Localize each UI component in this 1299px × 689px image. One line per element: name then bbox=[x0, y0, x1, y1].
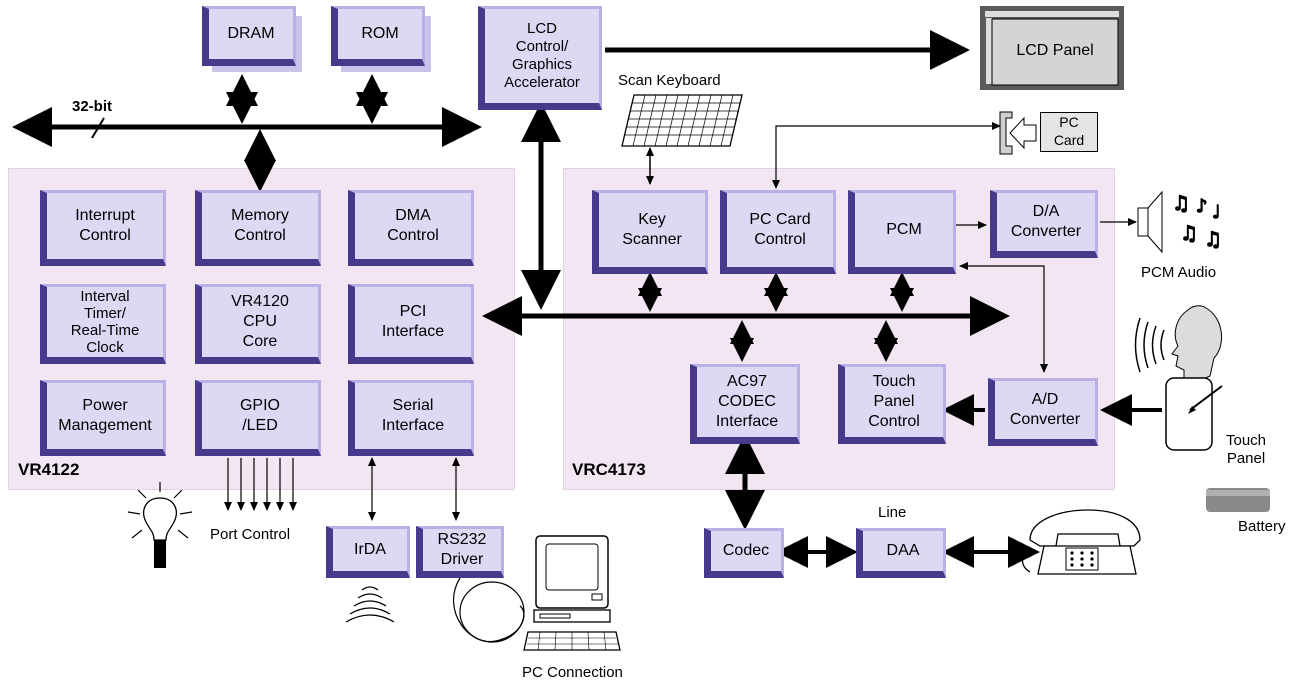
daa-block: DAA bbox=[856, 528, 946, 578]
pc-card-slot-icon bbox=[999, 111, 1037, 155]
dma-control-block: DMA Control bbox=[348, 190, 474, 266]
battery-label: Battery bbox=[1238, 518, 1286, 535]
infrared-waves-icon bbox=[345, 586, 395, 623]
key-scanner-block: Key Scanner bbox=[592, 190, 708, 274]
touch-panel-control-block: Touch Panel Control bbox=[838, 364, 946, 444]
memory-control-block: Memory Control bbox=[195, 190, 321, 266]
cpu-core-block: VR4120 CPU Core bbox=[195, 284, 321, 364]
voice-input-icon bbox=[1134, 305, 1223, 383]
svg-text:♪: ♪ bbox=[1196, 196, 1208, 217]
codec-block: Codec bbox=[704, 528, 784, 578]
interval-timer-block: Interval Timer/ Real-Time Clock bbox=[40, 284, 166, 364]
pcm-audio-label: PCM Audio bbox=[1141, 264, 1217, 281]
touch-panel-icon bbox=[1165, 377, 1223, 451]
vrc4173-label: VRC4173 bbox=[572, 460, 646, 479]
pci-interface-block: PCI Interface bbox=[348, 284, 474, 364]
pcm-block: PCM bbox=[848, 190, 956, 274]
pc-computer-icon bbox=[523, 535, 621, 651]
music-notes-icon: ♫ ♪ ♩ ♫ ♫ bbox=[1171, 190, 1222, 251]
power-management-block: Power Management bbox=[40, 380, 166, 456]
bus-width-label: 32-bit bbox=[72, 98, 113, 115]
led-bulb-icon bbox=[127, 482, 193, 568]
telephone-icon bbox=[1021, 509, 1141, 575]
battery-icon bbox=[1206, 488, 1270, 512]
line-label: Line bbox=[878, 504, 907, 521]
lcd-panel-label: LCD Panel bbox=[1016, 42, 1094, 59]
port-control-label: Port Control bbox=[210, 526, 291, 543]
pc-card-control-block: PC Card Control bbox=[720, 190, 836, 274]
svg-text:♩: ♩ bbox=[1212, 202, 1221, 223]
rom-block: ROM bbox=[331, 6, 425, 66]
scan-keyboard-label: Scan Keyboard bbox=[618, 72, 721, 89]
ad-converter-block: A/D Converter bbox=[988, 378, 1098, 446]
interrupt-control-block: Interrupt Control bbox=[40, 190, 166, 266]
keyboard-icon bbox=[621, 94, 743, 147]
irda-block: IrDA bbox=[326, 526, 410, 578]
svg-text:♫: ♫ bbox=[1180, 221, 1198, 245]
serial-interface-block: Serial Interface bbox=[348, 380, 474, 456]
speaker-icon bbox=[1137, 190, 1163, 254]
vr4122-label: VR4122 bbox=[18, 460, 80, 479]
lcd-control-block: LCD Control/ Graphics Accelerator bbox=[478, 6, 602, 110]
svg-text:♫: ♫ bbox=[1204, 227, 1222, 251]
touch-panel-label: Touch Panel bbox=[1226, 432, 1267, 467]
pc-card-slot-label: PC Card bbox=[1040, 112, 1098, 152]
rs232-driver-block: RS232 Driver bbox=[416, 526, 504, 578]
lcd-panel-icon bbox=[980, 6, 1124, 90]
gpio-led-block: GPIO /LED bbox=[195, 380, 321, 456]
svg-text:♫: ♫ bbox=[1172, 191, 1190, 215]
dram-block: DRAM bbox=[202, 6, 296, 66]
ac97-codec-interface-block: AC97 CODEC Interface bbox=[690, 364, 800, 444]
da-converter-block: D/A Converter bbox=[990, 190, 1098, 258]
pc-connection-label: PC Connection bbox=[522, 664, 623, 681]
